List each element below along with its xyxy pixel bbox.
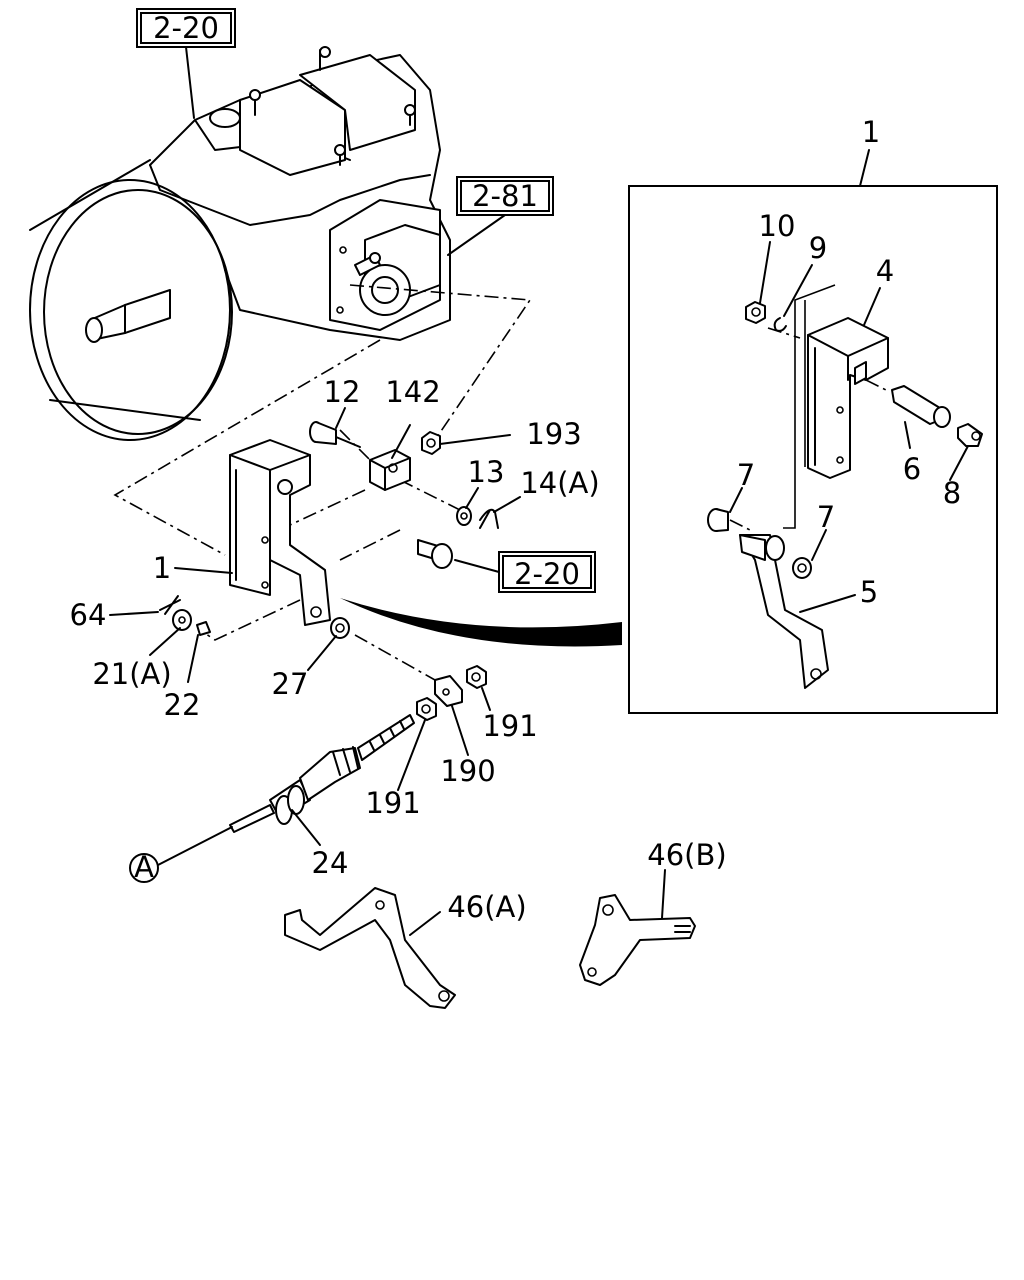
label-22: 22	[164, 688, 201, 722]
detail-label-7-right: 7	[817, 500, 835, 534]
detail-part-8-nipple[interactable]	[957, 423, 983, 447]
transmission-assembly	[29, 46, 451, 441]
detail-label-5: 5	[860, 575, 878, 609]
part-46b-lever[interactable]	[579, 894, 696, 986]
label-13: 13	[468, 455, 505, 489]
detail-label-1: 1	[862, 115, 880, 149]
ref-box-top[interactable]: 2-20	[136, 8, 236, 48]
label-64: 64	[70, 598, 107, 632]
part-190-joint[interactable]	[434, 675, 463, 707]
ref-top-text: 2-20	[153, 11, 219, 45]
label-46b: 46(B)	[647, 838, 726, 872]
label-191-right: 191	[482, 709, 537, 743]
ref-box-bolt[interactable]: 2-20	[498, 551, 596, 593]
detail-part-7-bushing-left[interactable]	[707, 508, 729, 532]
label-14a: 14(A)	[520, 466, 599, 500]
part-191-nut-right[interactable]	[466, 665, 487, 689]
part-142-block[interactable]	[369, 449, 411, 491]
detail-part-5-lever[interactable]	[739, 534, 829, 689]
part-13-washer[interactable]	[456, 506, 472, 526]
part-24-cable[interactable]	[229, 714, 415, 833]
detail-part-4-bracket[interactable]	[807, 317, 889, 479]
ref-side-text: 2-81	[472, 179, 538, 213]
circle-a-marker[interactable]: A	[129, 850, 159, 884]
detail-label-6: 6	[903, 452, 921, 486]
label-12: 12	[324, 375, 361, 409]
part-64-pin[interactable]	[159, 595, 181, 615]
bolt-2-20[interactable]	[417, 539, 453, 569]
part-27-bushing[interactable]	[330, 617, 350, 639]
label-193: 193	[526, 417, 581, 451]
label-142: 142	[385, 375, 440, 409]
label-1: 1	[153, 551, 171, 585]
part-12-bolt[interactable]	[309, 421, 361, 448]
detail-part-7-bushing-right[interactable]	[792, 557, 812, 579]
part-14a-clip[interactable]	[479, 508, 499, 529]
part-191-nut-left[interactable]	[416, 697, 437, 721]
detail-label-9: 9	[809, 231, 827, 265]
label-24: 24	[312, 846, 349, 880]
label-190: 190	[440, 754, 495, 788]
detail-box[interactable]: 1	[628, 115, 998, 714]
label-27: 27	[272, 667, 309, 701]
detail-part-6-pin[interactable]	[891, 385, 951, 428]
ref-bolt-text: 2-20	[514, 557, 580, 591]
detail-label-4: 4	[876, 254, 894, 288]
detail-part-10-nut[interactable]	[745, 301, 766, 324]
label-46a: 46(A)	[447, 890, 526, 924]
bracket-main[interactable]	[229, 439, 331, 626]
callout-pointer	[340, 598, 622, 647]
leader-lines	[109, 407, 666, 936]
circle-a-text: A	[134, 850, 154, 884]
label-191-left: 191	[365, 786, 420, 820]
part-21a-washer[interactable]	[172, 609, 192, 631]
part-193-nut[interactable]	[421, 431, 441, 455]
detail-label-7-left: 7	[737, 458, 755, 492]
detail-label-8: 8	[943, 476, 961, 510]
part-46a-lever[interactable]	[284, 887, 456, 1009]
part-22-clip[interactable]	[196, 621, 211, 636]
detail-label-10: 10	[759, 209, 796, 243]
label-21a: 21(A)	[92, 657, 171, 691]
ref-box-side[interactable]: 2-81	[456, 176, 554, 216]
